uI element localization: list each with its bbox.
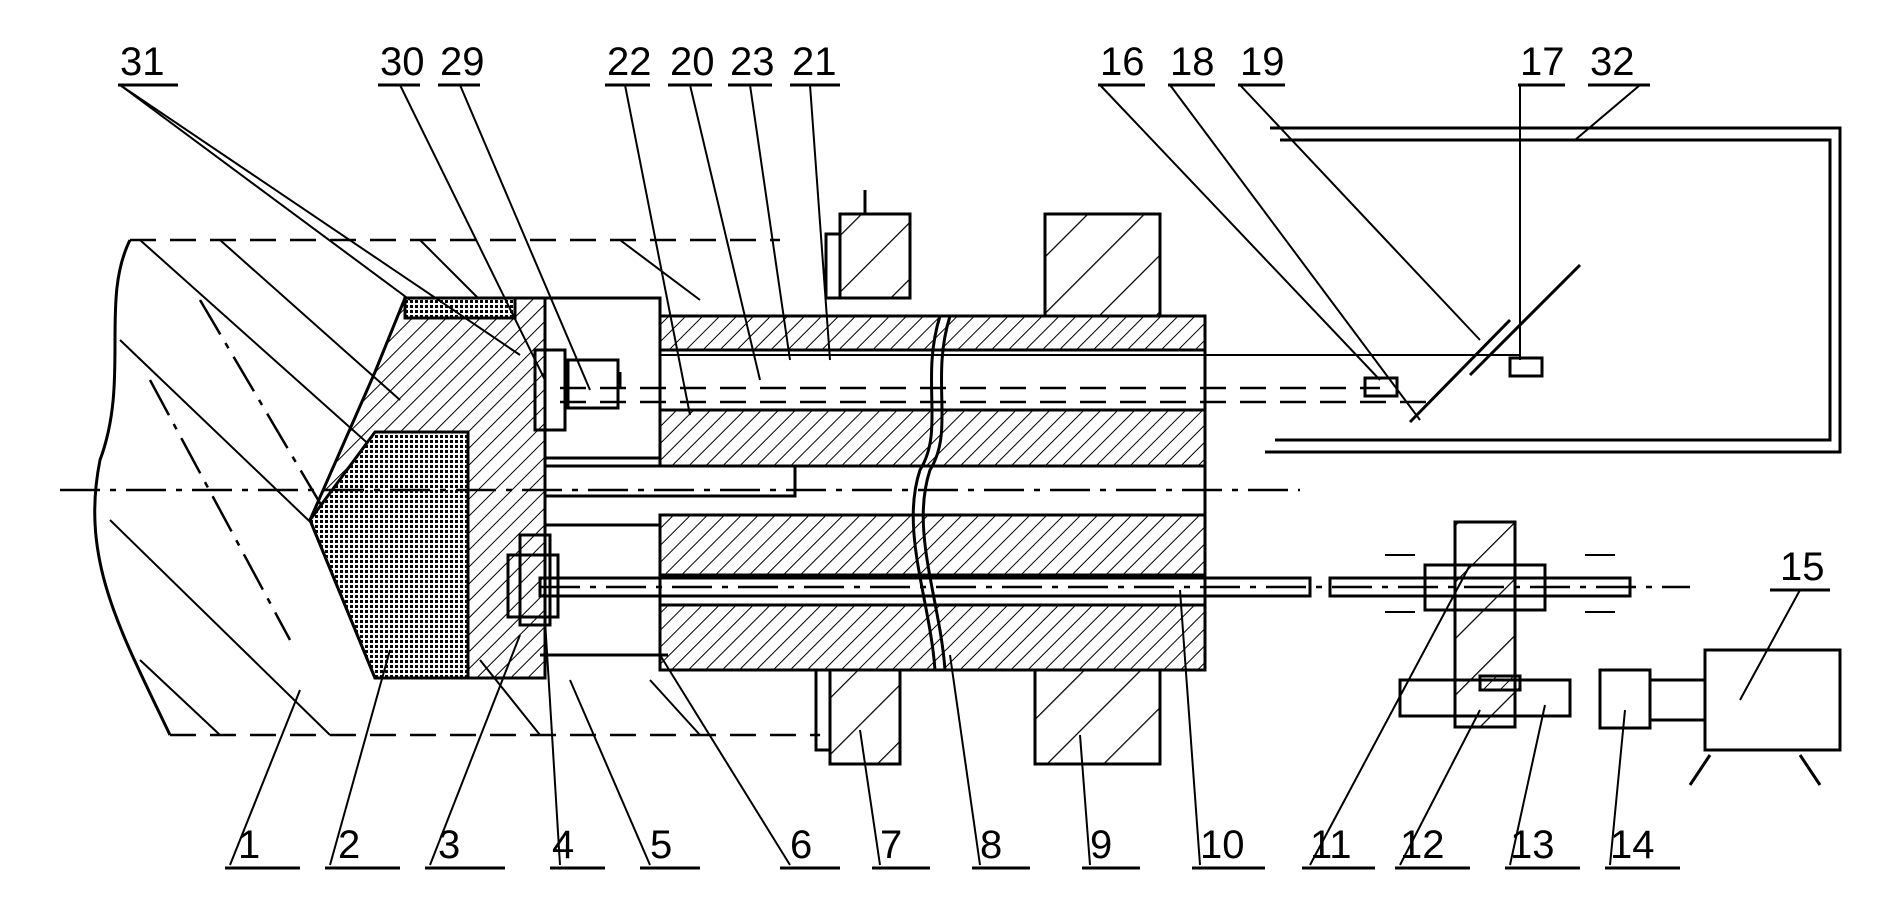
top-labels: 31 30 29 22 20 23 21 16 18 19 17 32: [118, 40, 1650, 85]
label-3: 3: [438, 823, 460, 867]
label-31: 31: [120, 40, 165, 84]
label-9: 9: [1090, 823, 1112, 867]
label-32: 32: [1590, 40, 1635, 84]
flange-and-support: [816, 190, 1160, 764]
side-labels: 15: [1770, 545, 1830, 590]
label-2: 2: [338, 823, 360, 867]
label-18: 18: [1170, 40, 1215, 84]
label-17: 17: [1520, 40, 1565, 84]
label-29: 29: [440, 40, 485, 84]
label-4: 4: [552, 823, 574, 867]
label-15: 15: [1780, 545, 1825, 589]
drive-rod: [540, 578, 1690, 596]
label-16: 16: [1100, 40, 1145, 84]
nozzle-head: [310, 298, 545, 678]
label-30: 30: [380, 40, 425, 84]
label-6: 6: [790, 823, 812, 867]
label-1: 1: [238, 823, 260, 867]
label-12: 12: [1400, 823, 1445, 867]
label-8: 8: [980, 823, 1002, 867]
label-11: 11: [1310, 823, 1352, 867]
label-23: 23: [730, 40, 775, 84]
main-barrel: [60, 298, 1300, 670]
label-21: 21: [792, 40, 837, 84]
label-19: 19: [1240, 40, 1285, 84]
label-5: 5: [650, 823, 672, 867]
label-10: 10: [1200, 823, 1245, 867]
gear-drive: [1385, 522, 1840, 785]
label-20: 20: [670, 40, 715, 84]
bottom-labels: 1 2 3 4 5 6 7 8 9 10 11 12 13 14: [225, 823, 1680, 868]
label-7: 7: [880, 823, 902, 867]
optical-cover: [560, 128, 1840, 452]
label-13: 13: [1510, 823, 1555, 867]
label-14: 14: [1610, 823, 1655, 867]
label-22: 22: [607, 40, 652, 84]
